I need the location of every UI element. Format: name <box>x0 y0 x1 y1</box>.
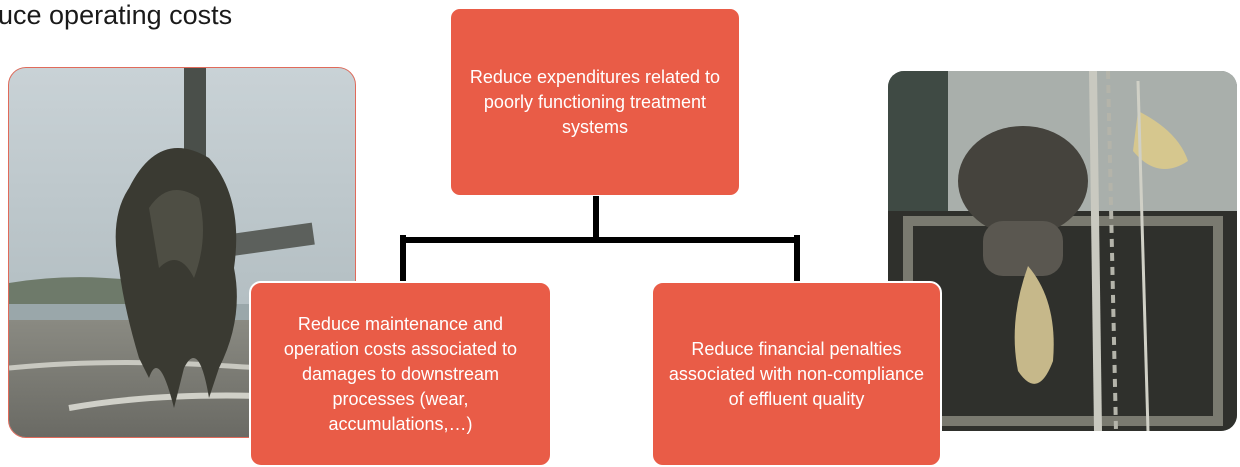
root-goal-text: Reduce expenditures related to poorly fu… <box>469 66 721 137</box>
slide-title: uce operating costs <box>0 0 233 30</box>
financial-penalties-text: Reduce financial penalties associated wi… <box>668 338 925 409</box>
financial-penalties-box: Reduce financial penalties associated wi… <box>651 281 942 467</box>
pump-photo-right <box>888 71 1237 431</box>
maintenance-costs-box: Reduce maintenance and operation costs a… <box>249 281 552 467</box>
root-goal-box: Reduce expenditures related to poorly fu… <box>450 8 740 196</box>
maintenance-costs-text: Reduce maintenance and operation costs a… <box>283 313 518 434</box>
